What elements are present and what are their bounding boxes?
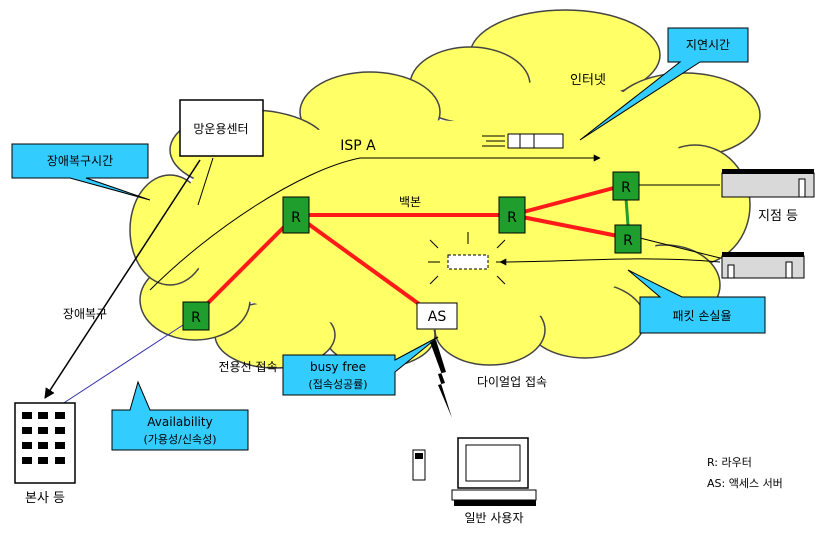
- packet-moving: [482, 133, 564, 149]
- packet-lost: [428, 232, 508, 285]
- branch-label: 지점 등: [758, 209, 798, 224]
- svg-text:R: R: [623, 233, 633, 249]
- callout-availability: Availability (가용성/신속성): [111, 380, 249, 451]
- svg-text:(가용성/신속성): (가용성/신속성): [143, 433, 216, 446]
- internet-label: 인터넷: [570, 73, 606, 88]
- router-nodes: R R R R R AS: [182, 171, 642, 331]
- svg-text:장애복구시간: 장애복구시간: [47, 154, 113, 168]
- svg-text:R: R: [621, 180, 631, 196]
- svg-text:busy free: busy free: [310, 360, 366, 374]
- router-backbone-left: [282, 196, 310, 234]
- svg-text:R: R: [291, 210, 301, 226]
- svg-text:(접속성공률): (접속성공률): [308, 378, 367, 391]
- svg-text:Availability: Availability: [147, 415, 212, 429]
- router-branch-upper: [612, 171, 640, 201]
- individual-user-label: 일반 사용자: [464, 511, 523, 525]
- callout-packet-loss: 패킷 손실율: [627, 269, 766, 334]
- callout-latency: 지연시간: [579, 27, 749, 141]
- isp-path-arrow: [149, 154, 601, 291]
- legend-router: R: 라우터: [707, 456, 752, 469]
- svg-text:R: R: [507, 210, 517, 226]
- loss-arrow: [499, 258, 721, 266]
- backbone-links: [194, 183, 629, 317]
- access-lines: [49, 184, 721, 413]
- legend-access-server: AS: 액세스 서버: [707, 477, 783, 490]
- svg-text:지연시간: 지연시간: [686, 38, 730, 52]
- callout-outage-time: 장애복구시간: [11, 143, 151, 201]
- outage-label: 장애복구: [63, 307, 107, 321]
- svg-text:R: R: [191, 310, 201, 326]
- router-branch-lower: [614, 224, 642, 254]
- router-leased-line: [182, 301, 210, 331]
- ops-center-box: [179, 99, 264, 157]
- callout-busy-free: busy free (접속성공률): [282, 336, 439, 396]
- dialup-label: 다이얼업 접속: [477, 375, 547, 389]
- branch-building-upper-icon: [721, 169, 815, 198]
- branch-building-lower-icon: [721, 252, 805, 279]
- ops-center-label: 망운용센터: [193, 122, 248, 136]
- headquarters-building-icon: [14, 402, 76, 484]
- headquarters-label: 본사 등: [25, 491, 65, 506]
- computer-user-icon: [451, 437, 537, 506]
- lightning-icon: [430, 340, 452, 418]
- router-backbone-right: [498, 196, 526, 234]
- svg-text:AS: AS: [428, 309, 447, 325]
- router-interlink: [624, 197, 630, 226]
- isp-label: ISP A: [340, 138, 376, 154]
- ops-center-connector: [197, 157, 214, 206]
- leased-line-label: 전용선 접속: [218, 360, 277, 374]
- backbone-label: 백본: [399, 195, 421, 209]
- access-server: [416, 302, 458, 330]
- outage-arrow: [44, 159, 201, 399]
- phone-icon: [412, 449, 426, 481]
- svg-text:패킷 손실율: 패킷 손실율: [672, 309, 731, 323]
